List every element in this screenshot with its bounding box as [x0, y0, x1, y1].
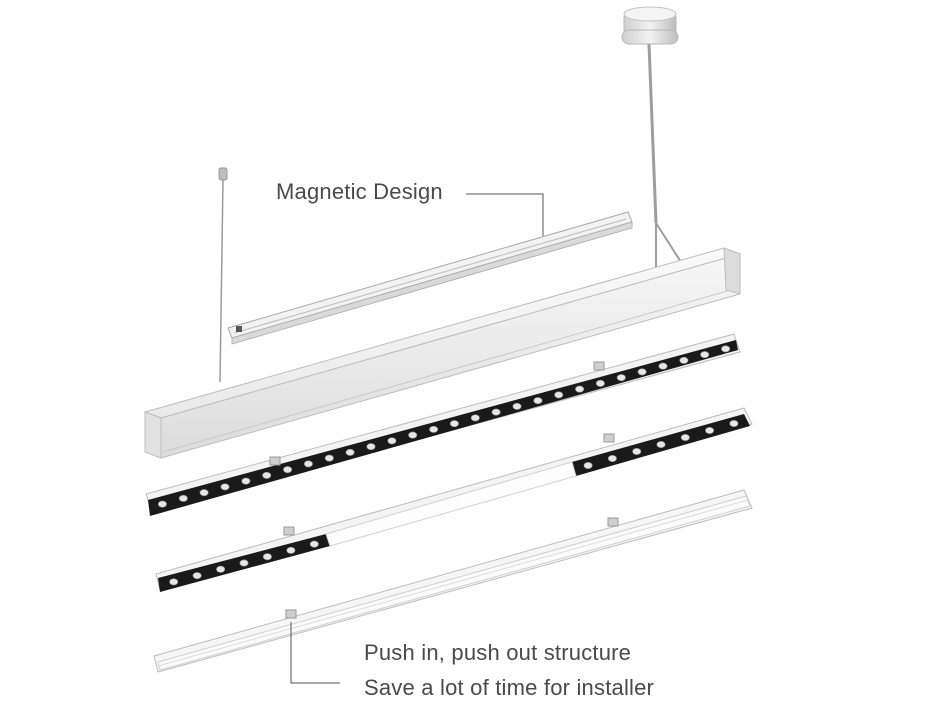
led-spot [632, 447, 642, 455]
annotation-magnetic-design: Magnetic Design [276, 179, 443, 204]
led-spot [679, 356, 689, 364]
led-spot [583, 461, 593, 469]
led-spot [192, 572, 202, 580]
led-spot [533, 397, 543, 405]
led-spot [656, 440, 666, 448]
led-spot [366, 443, 376, 451]
led-spot [241, 477, 251, 485]
led-spot [680, 433, 690, 441]
led-spot [491, 408, 501, 416]
led-spot [607, 454, 617, 462]
annotation-installer-time: Save a lot of time for installer [364, 675, 655, 700]
led-spot [262, 471, 272, 479]
suspension-wire [218, 167, 228, 383]
led-spot [658, 362, 668, 370]
led-spot [470, 414, 480, 422]
led-spot [512, 402, 522, 410]
led-spot [199, 489, 209, 497]
led-spot [345, 448, 355, 456]
led-spot [239, 559, 249, 567]
led-spot [721, 345, 731, 353]
led-spot [216, 565, 226, 573]
linear-diffuser-module [153, 489, 753, 673]
led-spot [429, 425, 439, 433]
mixed-module [155, 407, 753, 592]
led-spot [637, 368, 647, 376]
led-spot [616, 374, 626, 382]
led-spot [387, 437, 397, 445]
led-spot [729, 419, 739, 427]
led-spot [700, 351, 710, 359]
led-spot [705, 426, 715, 434]
leader-line-magnetic [466, 193, 544, 236]
led-spot [286, 546, 296, 554]
led-spot [575, 385, 585, 393]
main-housing [143, 247, 742, 459]
led-spot [283, 466, 293, 474]
led-spot [178, 494, 188, 502]
leader-line-push [290, 622, 340, 684]
led-spot [157, 500, 167, 508]
led-spot [324, 454, 334, 462]
led-spot [220, 483, 230, 491]
led-spot [408, 431, 418, 439]
led-spot [262, 553, 272, 561]
led-spot [595, 379, 605, 387]
suspension-rod [647, 43, 682, 268]
led-spot [309, 540, 319, 548]
led-spot [554, 391, 564, 399]
led-spot [303, 460, 313, 468]
ceiling-canopy [621, 6, 679, 45]
led-spot [449, 420, 459, 428]
led-spot [169, 578, 179, 586]
magnetic-rail [227, 211, 633, 345]
spotlight-module-full [145, 333, 741, 516]
annotation-push-structure: Push in, push out structure [364, 640, 632, 665]
